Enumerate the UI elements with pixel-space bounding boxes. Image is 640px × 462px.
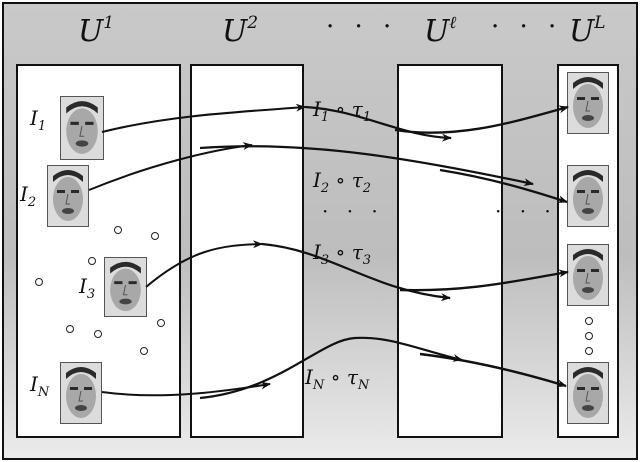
input-label-n: IN [30, 372, 50, 400]
arrow-path-1 [304, 105, 452, 142]
arrow-path-1 [394, 105, 569, 134]
sample-point [114, 226, 122, 234]
transform-label-n: IN ∘ τN [305, 365, 370, 393]
transform-label-2: I2 ∘ τ2 [313, 168, 372, 196]
sample-point [585, 347, 593, 355]
sample-point [94, 330, 102, 338]
column-ul [397, 64, 503, 438]
input-label-2: I2 [20, 182, 37, 210]
face-thumbnail-input-2 [47, 165, 89, 227]
arrow-path-n [199, 336, 463, 400]
arrow-path-n [101, 381, 271, 397]
sample-point [151, 232, 159, 240]
arrow-path-3 [145, 240, 263, 288]
arrow-path-1 [101, 103, 306, 133]
sample-point [585, 332, 593, 340]
arrow-path-2 [439, 168, 568, 204]
face-thumbnail-output-1 [567, 72, 609, 134]
middle-ellipsis: · · · [322, 199, 384, 223]
right-ellipsis: · · · [495, 199, 557, 223]
header-ul: Uℓ [424, 13, 457, 49]
face-thumbnail-output-3 [567, 244, 609, 306]
sample-point [140, 347, 148, 355]
header-uL: UL [569, 13, 606, 49]
arrow-path-3 [399, 269, 569, 292]
sample-point [35, 278, 43, 286]
face-thumbnail-input-n [60, 362, 102, 424]
face-thumbnail-input-1 [60, 96, 104, 160]
arrow-path-2 [199, 145, 534, 187]
face-thumbnail-input-3 [104, 257, 147, 317]
face-thumbnail-output-n [567, 362, 609, 424]
sample-point [88, 257, 96, 265]
sample-point [66, 325, 74, 333]
header-ellipsis-b: · · · [491, 12, 563, 42]
arrow-path-2 [88, 142, 253, 191]
header-u1: U1 [78, 13, 115, 49]
header-ellipsis-a: · · · [326, 12, 398, 42]
input-label-3: I3 [79, 274, 96, 302]
input-label-1: I1 [30, 106, 47, 134]
arrow-path-3 [261, 242, 451, 302]
arrow-path-n [419, 352, 567, 388]
face-thumbnail-output-2 [567, 165, 609, 227]
sample-point [157, 319, 165, 327]
header-u2: U2 [222, 13, 259, 49]
sample-point [585, 317, 593, 325]
